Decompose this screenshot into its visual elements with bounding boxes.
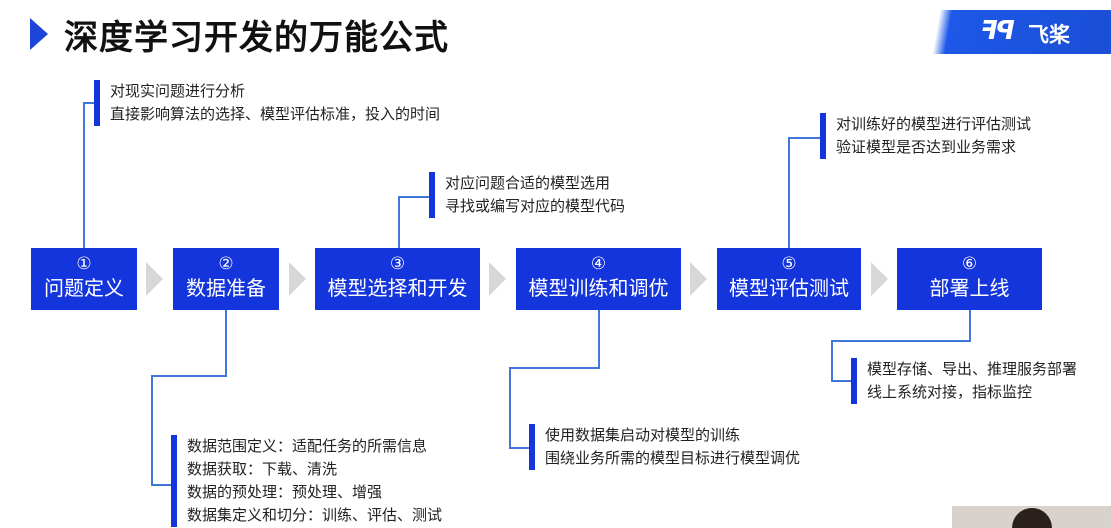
step-problem-definition: ① 问题定义: [31, 248, 137, 310]
connector-step6: [831, 340, 833, 381]
connector-step4: [509, 447, 529, 449]
chevron-right-icon: [489, 262, 506, 296]
connector-step2: [151, 375, 153, 485]
connector-step1: [83, 102, 85, 248]
brand-logo-banner: ꟻꟼ 飞桨: [930, 10, 1111, 54]
step-label: 问题定义: [44, 276, 124, 300]
note-model-evaluation: 对训练好的模型进行评估测试 验证模型是否达到业务需求: [820, 113, 1031, 159]
chevron-right-icon: [871, 262, 888, 296]
chevron-right-icon: [690, 262, 707, 296]
note-line: 使用数据集启动对模型的训练: [545, 426, 741, 444]
step-label: 数据准备: [186, 276, 266, 300]
note-model-training: 使用数据集启动对模型的训练 围绕业务所需的模型目标进行模型调优: [529, 424, 800, 470]
connector-step2: [225, 310, 227, 376]
step-data-preparation: ② 数据准备: [173, 248, 279, 310]
step-model-training: ④ 模型训练和调优: [516, 248, 681, 310]
note-line: 对应问题合适的模型选用: [445, 174, 611, 192]
connector-step6: [969, 310, 971, 341]
note-line: 验证模型是否达到业务需求: [836, 138, 1017, 156]
connector-step1: [83, 102, 96, 104]
note-line: 对训练好的模型进行评估测试: [836, 115, 1032, 133]
step-number: ⑤: [781, 254, 797, 274]
step-model-selection: ③ 模型选择和开发: [315, 248, 480, 310]
connector-step5: [788, 137, 820, 139]
note-line: 数据集定义和切分：训练、评估、测试: [187, 506, 443, 524]
connector-step3: [398, 196, 400, 248]
note-line: 模型存储、导出、推理服务部署: [867, 360, 1078, 378]
step-number: ①: [76, 254, 92, 274]
page-title: 深度学习开发的万能公式: [64, 18, 449, 58]
step-label: 模型评估测试: [729, 276, 849, 300]
presenter-avatar: [1012, 508, 1052, 528]
step-label: 模型选择和开发: [327, 276, 468, 300]
title-chevron-icon: [30, 18, 48, 50]
connector-step2: [151, 375, 227, 377]
step-model-evaluation: ⑤ 模型评估测试: [717, 248, 861, 310]
connector-step3: [398, 196, 429, 198]
note-deployment: 模型存储、导出、推理服务部署 线上系统对接，指标监控: [851, 358, 1077, 404]
step-number: ④: [590, 254, 607, 274]
note-line: 线上系统对接，指标监控: [867, 383, 1033, 401]
step-label: 模型训练和调优: [528, 276, 669, 300]
connector-step6: [831, 340, 971, 342]
note-model-selection: 对应问题合适的模型选用 寻找或编写对应的模型代码: [429, 172, 625, 218]
connector-step6: [831, 380, 851, 382]
note-line: 数据范围定义：适配任务的所需信息: [187, 437, 428, 455]
note-line: 寻找或编写对应的模型代码: [445, 197, 626, 215]
note-problem-definition: 对现实问题进行分析 直接影响算法的选择、模型评估标准，投入的时间: [94, 80, 440, 126]
connector-step4: [598, 310, 600, 368]
step-label: 部署上线: [929, 276, 1010, 300]
note-line: 直接影响算法的选择、模型评估标准，投入的时间: [110, 105, 441, 123]
note-line: 对现实问题进行分析: [110, 82, 246, 100]
presenter-video-thumbnail: [952, 506, 1111, 528]
chevron-right-icon: [289, 262, 306, 296]
brand-name: 飞桨: [1028, 23, 1070, 47]
step-number: ②: [218, 254, 234, 274]
note-line: 围绕业务所需的模型目标进行模型调优: [545, 449, 801, 467]
note-line: 数据的预处理：预处理、增强: [187, 483, 383, 501]
step-deployment: ⑥ 部署上线: [897, 248, 1042, 310]
connector-step4: [509, 367, 600, 369]
note-line: 数据获取：下载、清洗: [187, 460, 338, 478]
chevron-right-icon: [146, 262, 163, 296]
step-number: ③: [389, 254, 406, 274]
connector-step5: [788, 137, 790, 248]
connector-step4: [509, 367, 511, 448]
paddlepaddle-logo-icon: ꟻꟼ: [980, 16, 1015, 46]
note-data-preparation: 数据范围定义：适配任务的所需信息 数据获取：下载、清洗 数据的预处理：预处理、增…: [171, 435, 442, 527]
step-number: ⑥: [961, 254, 978, 274]
connector-step2: [151, 484, 171, 486]
